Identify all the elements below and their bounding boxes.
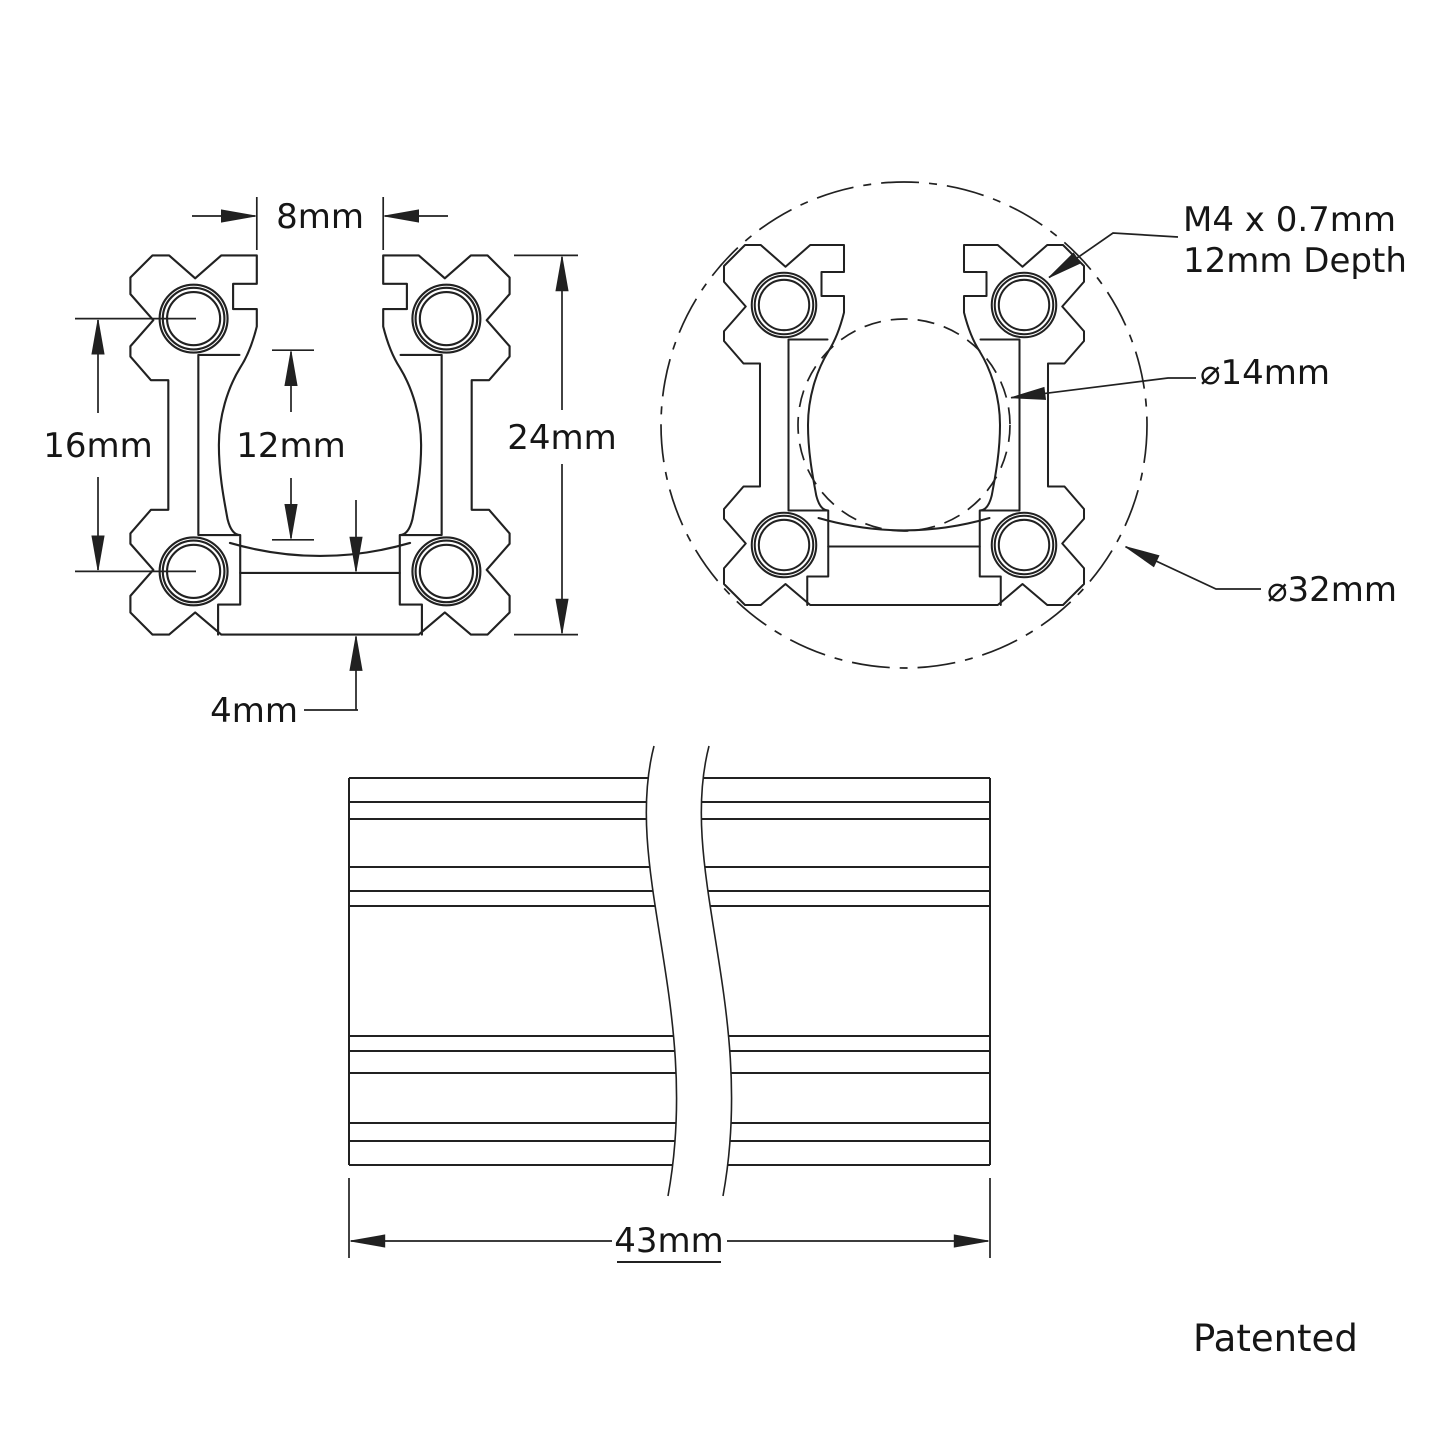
leader-outer-diameter xyxy=(1125,545,1261,590)
leader-bore-diameter xyxy=(1010,377,1196,400)
ext-lines-slot-width xyxy=(255,197,385,250)
break-band xyxy=(646,746,732,1196)
length-dim-label: 43mm xyxy=(614,1221,724,1261)
leader-thread-callout xyxy=(1048,232,1179,279)
patented-note: Patented xyxy=(1193,1317,1358,1360)
ext-lines-hole-spacing xyxy=(75,317,196,573)
dim-cavity-height-label: 12mm xyxy=(236,426,346,466)
outer-diameter-circle xyxy=(660,181,1148,669)
outer-diameter-label: ⌀32mm xyxy=(1267,570,1397,610)
tick-lines-cavity xyxy=(272,349,314,541)
ext-lines-length xyxy=(348,1178,991,1258)
end-view: M4 x 0.7mm 12mm Depth ⌀14mm ⌀32mm xyxy=(660,181,1407,669)
side-view: 43mm xyxy=(348,745,991,1263)
break-line-left xyxy=(645,745,678,1197)
dim-wall-thickness-label: 4mm xyxy=(210,691,298,731)
cross-section-view: 8mm 16mm 12mm 24mm 4mm xyxy=(43,197,617,731)
ext-lines-overall xyxy=(514,254,578,636)
dim-overall-size-label: 24mm xyxy=(507,418,617,458)
thread-callout-line1: M4 x 0.7mm xyxy=(1183,200,1396,240)
dim-slot-width-label: 8mm xyxy=(276,197,364,237)
thread-callout-line2: 12mm Depth xyxy=(1183,241,1407,281)
bore-diameter-label: ⌀14mm xyxy=(1200,353,1330,393)
dim-hole-spacing-label: 16mm xyxy=(43,426,153,466)
break-line-right xyxy=(700,745,733,1197)
